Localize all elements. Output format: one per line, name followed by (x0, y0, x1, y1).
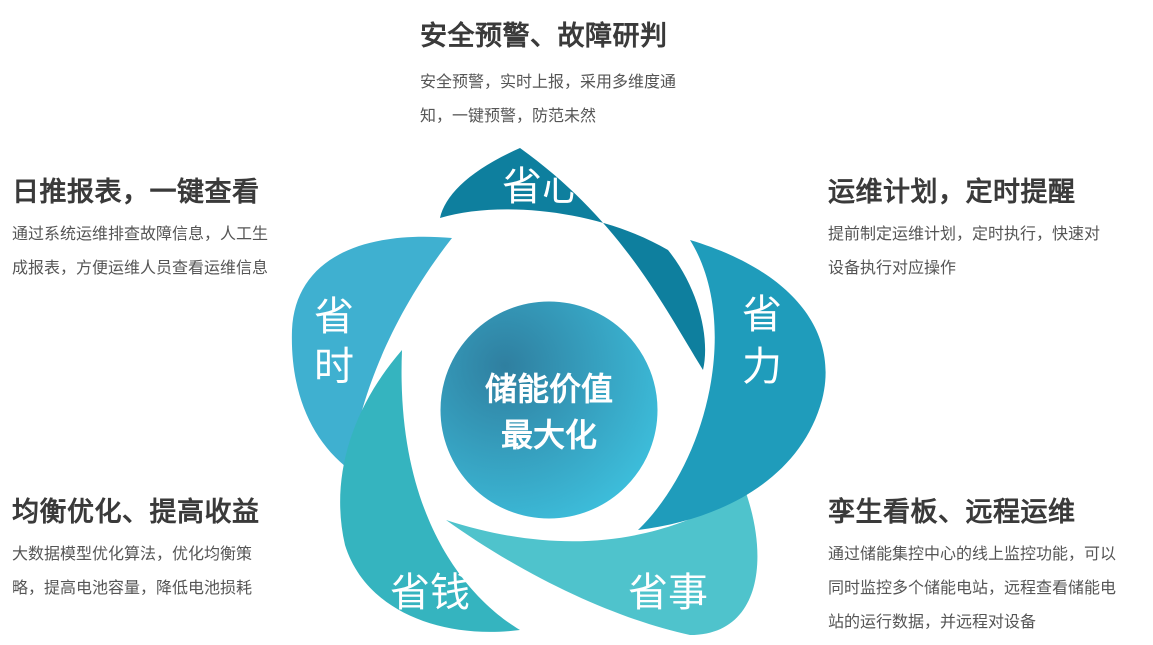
petal-bottom-right (446, 490, 758, 635)
petal-top-label: 省心 (502, 164, 582, 210)
feature-left-bottom-desc: 大数据模型优化算法，优化均衡策 略，提高电池容量，降低电池损耗 (12, 544, 253, 597)
petal-left-label-1: 省 (314, 294, 354, 340)
feature-left-top: 日推报表，一键查看 通过系统运维排查故障信息，人工生 成报表，方便运维人员查看运… (12, 170, 312, 285)
feature-top-title: 安全预警、故障研判 (420, 21, 668, 52)
feature-right-bottom-title: 孪生看板、远程运维 (828, 497, 1076, 528)
center-circle (437, 298, 661, 522)
petal-right-label-1: 省 (742, 292, 782, 338)
feature-top: 安全预警、故障研判 安全预警，实时上报，采用多维度通 知，一键预警，防范未然 (420, 14, 720, 133)
feature-right-bottom: 孪生看板、远程运维 通过储能集控中心的线上监控功能，可以 同时监控多个储能电站，… (828, 490, 1153, 639)
feature-right-top-title: 运维计划，定时提醒 (828, 177, 1076, 208)
center-label-line1: 储能价值 (485, 370, 613, 408)
petal-right (638, 240, 826, 530)
feature-left-top-title: 日推报表，一键查看 (12, 177, 260, 208)
feature-top-desc: 安全预警，实时上报，采用多维度通 知，一键预警，防范未然 (420, 72, 677, 125)
feature-right-top: 运维计划，定时提醒 提前制定运维计划，定时执行，快速对 设备执行对应操作 (828, 170, 1148, 285)
petal-bottom-left-label: 省钱 (390, 570, 470, 616)
feature-right-top-desc: 提前制定运维计划，定时执行，快速对 设备执行对应操作 (828, 224, 1101, 277)
petal-bottom-right-label: 省事 (628, 570, 708, 616)
petal-left (291, 236, 452, 470)
petal-top (440, 148, 706, 370)
petal-left-label-2: 时 (314, 344, 354, 390)
feature-left-bottom-title: 均衡优化、提高收益 (12, 497, 260, 528)
center-label-line2: 最大化 (501, 416, 597, 454)
petal-right-label-2: 力 (742, 344, 782, 390)
feature-left-bottom: 均衡优化、提高收益 大数据模型优化算法，优化均衡策 略，提高电池容量，降低电池损… (12, 490, 312, 605)
feature-left-top-desc: 通过系统运维排查故障信息，人工生 成报表，方便运维人员查看运维信息 (12, 224, 269, 277)
petal-bottom-left (340, 350, 520, 632)
feature-right-bottom-desc: 通过储能集控中心的线上监控功能，可以 同时监控多个储能电站，远程查看储能电 站的… (828, 544, 1117, 631)
